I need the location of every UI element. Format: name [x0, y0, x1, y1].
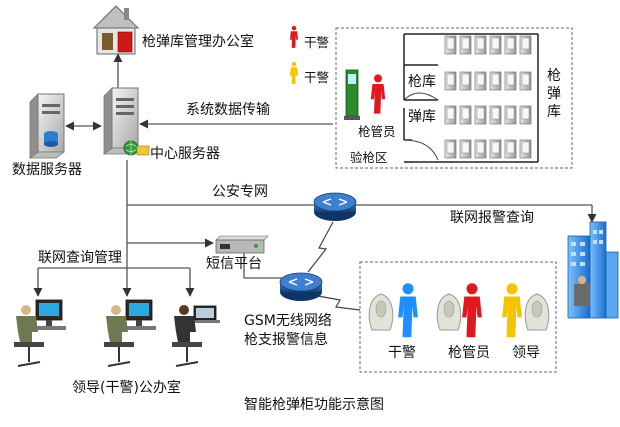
office-label: 枪弹库管理办公室	[142, 33, 254, 50]
alert-manager-label: 枪管员	[448, 344, 490, 361]
alert-leader-label: 领导	[512, 345, 540, 361]
fingerprint-leader-icon	[524, 293, 550, 331]
manager-figure-icon	[462, 283, 482, 338]
network-router-icon	[313, 192, 357, 221]
armory-yellow-officer-label: 干警	[304, 70, 329, 85]
diagram-title: 智能枪弹柜功能示意图	[244, 396, 384, 413]
armory-vertical-label: 枪弹库	[547, 67, 561, 120]
network-query-mgmt-label: 联网查询管理	[38, 250, 122, 266]
center-server-icon	[102, 87, 140, 155]
leader-office-label: 领导(干警)公办室	[72, 379, 181, 396]
gsm-line2-label: 枪支报警信息	[244, 331, 328, 348]
ammo-room-label: 弹库	[408, 109, 436, 125]
sms-platform-label: 短信平台	[206, 256, 262, 272]
gsm-line1-label: GSM无线网络	[244, 313, 332, 329]
armory-door-arc-2	[403, 92, 439, 101]
kiosk-terminal-icon	[344, 69, 360, 120]
inspection-area-label: 验枪区	[350, 150, 388, 165]
data-transfer-label: 系统数据传输	[186, 102, 270, 118]
armory-label-char: 弹	[547, 86, 561, 102]
armory-box	[335, 27, 573, 169]
yellow-officer-icon	[289, 61, 299, 84]
gsm-router-icon	[279, 272, 323, 301]
lightning-gsm-to-people	[317, 295, 361, 311]
office-building-icon	[92, 5, 140, 55]
armory-walls	[403, 33, 539, 163]
center-server-label: 中心服务器	[150, 146, 220, 162]
officer-figure-icon	[398, 283, 418, 338]
fingerprint-officer-icon	[368, 293, 394, 331]
connections	[33, 53, 597, 297]
red-officer-icon	[289, 25, 299, 48]
armory-label-char: 枪	[547, 67, 561, 84]
sms-platform-icon	[215, 235, 269, 254]
ammo-safes	[444, 105, 532, 159]
armory-door-arc	[403, 139, 439, 161]
workstation-1-icon	[14, 299, 66, 367]
alarm-query-label: 联网报警查询	[450, 210, 534, 226]
leader-figure-icon	[502, 283, 522, 338]
gun-safes	[444, 35, 532, 91]
alert-people-box	[359, 261, 557, 373]
workstation-3-icon	[172, 305, 220, 367]
workstation-2-icon	[104, 299, 156, 367]
fingerprint-manager-icon	[436, 293, 462, 331]
gun-manager-icon	[370, 74, 386, 114]
police-building-icon	[567, 221, 619, 319]
armory-label-char: 库	[547, 104, 561, 120]
lightning-router-to-gsm	[307, 221, 334, 273]
globe-folder-icon	[123, 140, 150, 156]
data-server-icon	[28, 93, 66, 159]
data-server-label: 数据服务器	[12, 162, 82, 178]
gun-manager-label: 枪管员	[358, 124, 396, 139]
gun-room-label: 枪库	[408, 73, 436, 90]
armory-red-officer-label: 干警	[304, 35, 329, 50]
alert-officer-label: 干警	[388, 345, 416, 361]
police-network-label: 公安专网	[212, 184, 268, 200]
armory-label: 枪弹库	[547, 67, 561, 120]
